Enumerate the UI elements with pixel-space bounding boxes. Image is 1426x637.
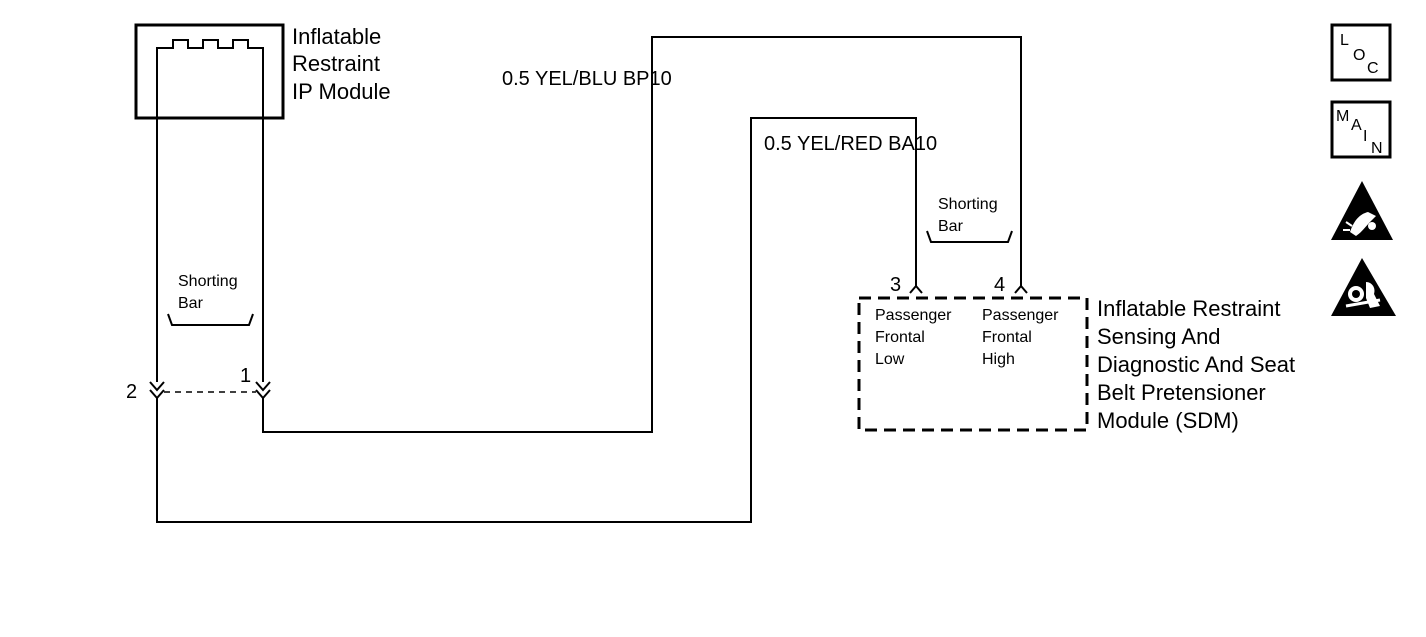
wire-yel-blu [262,36,1022,433]
connector-pin-1: 1 [240,365,271,400]
wire-yel-red [156,117,917,523]
sdm-module: Passenger Frontal Low Passenger Frontal … [857,296,1295,433]
sdm-high-line3: High [982,351,1015,368]
sdm-low-line3: Low [875,351,905,368]
main-icon[interactable]: M A I N [1330,100,1392,159]
sdm-low-line1: Passenger [875,307,952,324]
sdm-box [857,296,1089,432]
shorting-bar-left: Shorting Bar [167,273,254,326]
sdm-title-line4: Belt Pretensioner [1097,380,1266,405]
loc-letter-o: O [1353,47,1365,64]
wire-yel-blu-label: 0.5 YEL/BLU BP10 [502,68,672,90]
shorting-bar-left-bracket [167,313,254,326]
loc-letter-c: C [1367,60,1379,77]
main-letter-n: N [1371,140,1383,157]
sdm-high-line1: Passenger [982,307,1059,324]
esd-warning-icon[interactable] [1331,181,1393,240]
pin-1-label: 1 [240,365,251,387]
main-letter-m: M [1336,108,1349,125]
sdm-title-line1: Inflatable Restraint [1097,296,1280,321]
ip-module-label-line2: Restraint [292,51,380,76]
shorting-bar-right-line1: Shorting [938,196,998,213]
sdm-title-line5: Module (SDM) [1097,408,1239,433]
pin-2-label: 2 [126,381,137,403]
ip-module-label-line3: IP Module [292,79,391,104]
loc-icon[interactable]: L O C [1330,23,1392,82]
shorting-bar-right-line2: Bar [938,218,964,235]
ip-module-box [134,23,285,120]
shorting-bar-right: Shorting Bar [926,196,1013,243]
shorting-bar-left-line1: Shorting [178,273,238,290]
connector-pin-2: 2 [126,381,165,403]
sdm-pin-3: 3 [890,274,923,296]
sdm-title-line2: Sensing And [1097,324,1221,349]
sdm-title-line3: Diagnostic And Seat [1097,352,1295,377]
ip-module-label-line1: Inflatable [292,24,381,49]
main-letter-a: A [1351,117,1362,134]
loc-letter-l: L [1340,32,1349,49]
pin-4-label: 4 [994,274,1005,296]
sdm-pin-4: 4 [994,274,1028,296]
ip-module-connector-shape [156,39,264,118]
ip-module: Inflatable Restraint IP Module [134,23,391,120]
main-letter-i: I [1363,128,1367,145]
shorting-bar-right-bracket [926,230,1013,243]
pin-3-label: 3 [890,274,901,296]
wire-yel-red-label: 0.5 YEL/RED BA10 [764,133,937,155]
sdm-high-line2: Frontal [982,329,1032,346]
sdm-low-line2: Frontal [875,329,925,346]
shorting-bar-left-line2: Bar [178,295,204,312]
airbag-warning-icon[interactable] [1331,258,1396,316]
